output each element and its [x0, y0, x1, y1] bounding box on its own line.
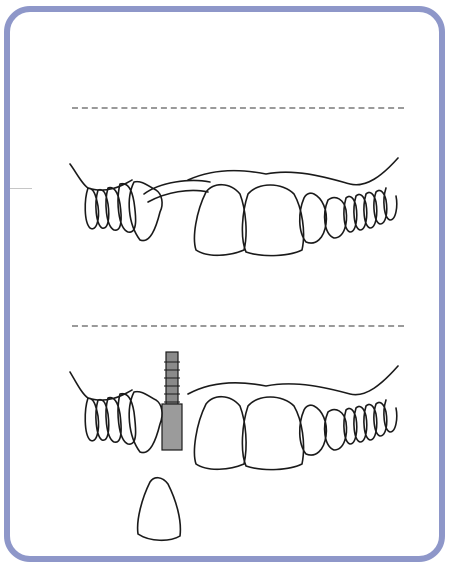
teeth-after-drawing	[10, 342, 441, 547]
illustration-frame	[4, 6, 445, 562]
top-dashed-divider	[72, 107, 404, 109]
teeth-panel-after	[10, 342, 439, 547]
teeth-panel-before	[10, 142, 439, 262]
extracted-tooth-shape	[138, 478, 181, 541]
implant-icon	[162, 352, 182, 450]
middle-dashed-divider	[72, 325, 404, 327]
side-tick-mark	[10, 188, 32, 189]
teeth-before-drawing	[10, 142, 441, 262]
